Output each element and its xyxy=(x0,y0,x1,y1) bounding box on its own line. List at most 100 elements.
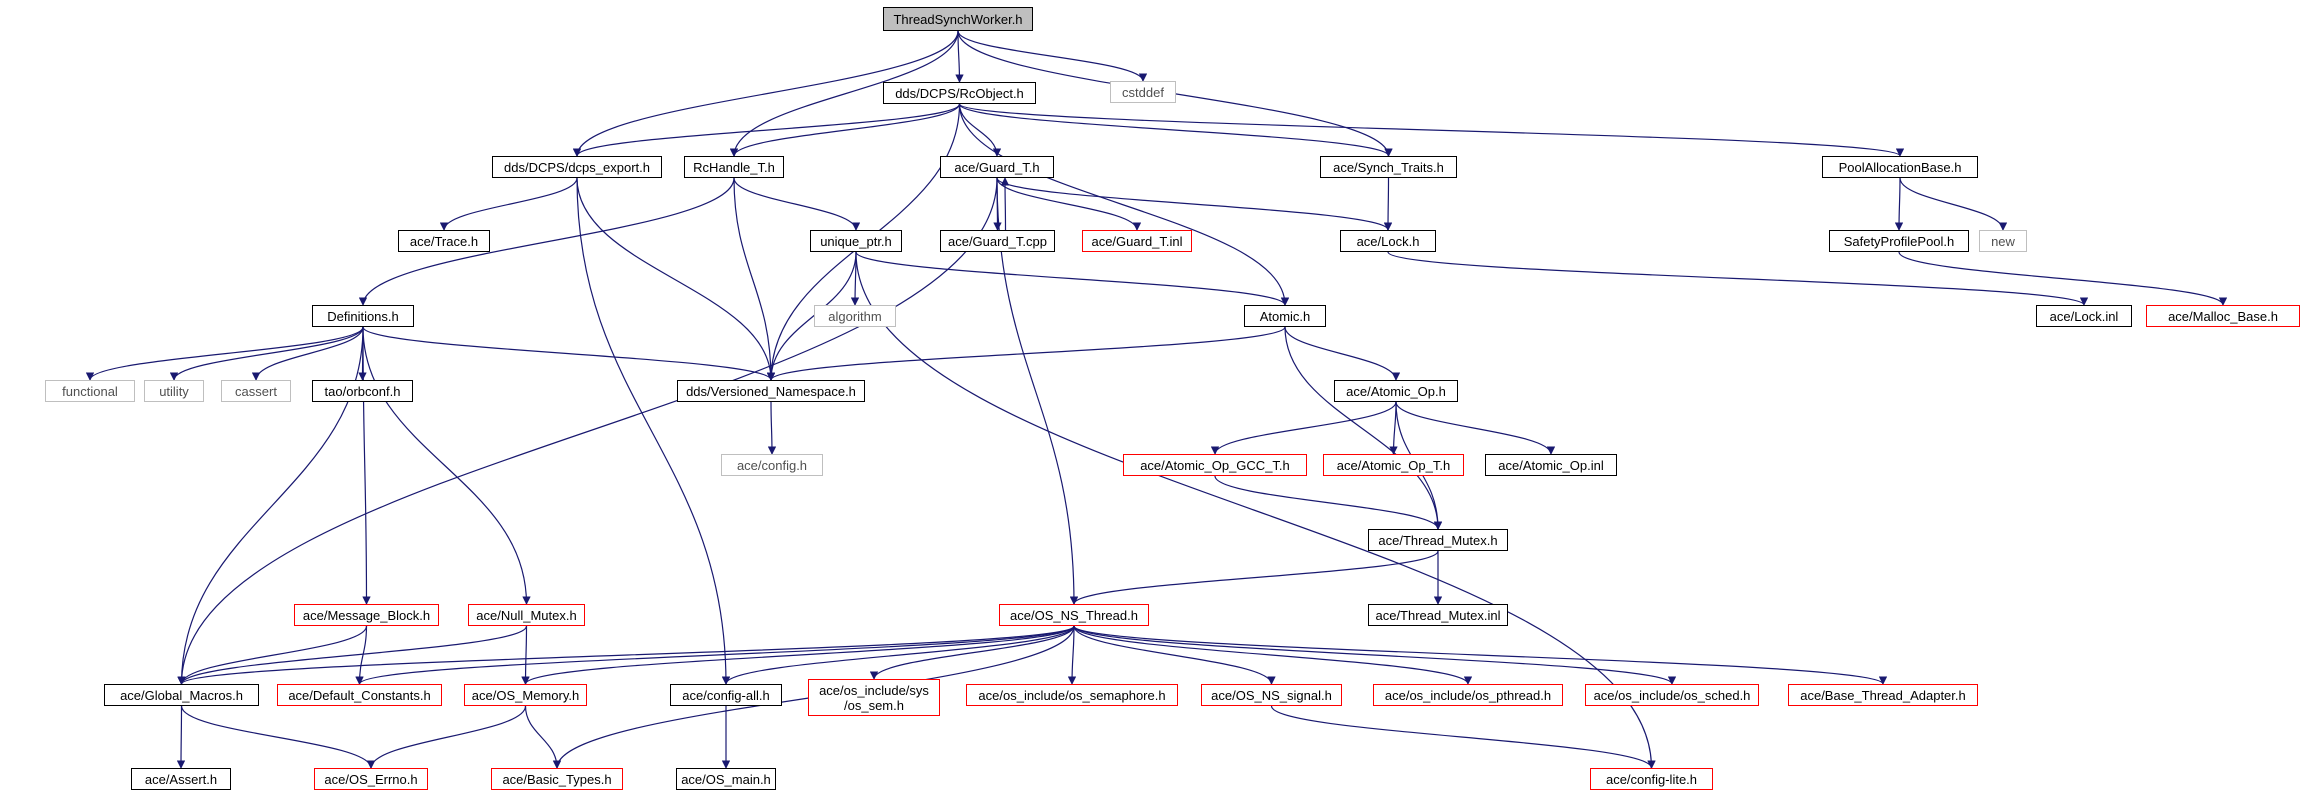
edge-global-macros-to-assert xyxy=(176,705,186,769)
node-config-all[interactable]: ace/config-all.h xyxy=(670,684,782,706)
node-orbconf[interactable]: tao/orbconf.h xyxy=(312,380,413,402)
edge-os-ns-thread-to-config-all xyxy=(721,625,1075,685)
node-atomic-op[interactable]: ace/Atomic_Op.h xyxy=(1334,380,1458,402)
node-thread-mutex[interactable]: ace/Thread_Mutex.h xyxy=(1368,529,1508,551)
edge-guard-t-cpp-to-guard-t xyxy=(1000,177,1010,231)
edge-unique-ptr-to-atomic xyxy=(855,251,1290,306)
edge-null-mutex-to-os-memory xyxy=(521,625,530,685)
node-synch-traits[interactable]: ace/Synch_Traits.h xyxy=(1320,156,1457,178)
edge-os-ns-thread-to-default-constants xyxy=(355,625,1075,685)
edge-atomic-to-thread-mutex xyxy=(1284,326,1443,530)
edge-definitions-to-versioned-namespace xyxy=(362,326,776,381)
edge-definitions-to-utility xyxy=(169,326,364,381)
node-versioned-namespace[interactable]: dds/Versioned_Namespace.h xyxy=(677,380,865,402)
node-algorithm: algorithm xyxy=(814,305,896,327)
edge-os-ns-thread-to-os-sched xyxy=(1073,625,1677,685)
edge-guard-t-to-guard-t-inl xyxy=(996,177,1142,231)
edge-guard-t-to-global-macros xyxy=(177,177,998,685)
node-malloc-base[interactable]: ace/Malloc_Base.h xyxy=(2146,305,2300,327)
node-dcps-export[interactable]: dds/DCPS/dcps_export.h xyxy=(492,156,662,178)
edge-null-mutex-to-global-macros xyxy=(177,625,528,685)
edge-atomic-op-gcc-to-thread-mutex xyxy=(1214,475,1443,530)
node-os-memory[interactable]: ace/OS_Memory.h xyxy=(464,684,587,706)
edge-os-memory-to-os-errno xyxy=(366,705,527,769)
edge-thread-mutex-to-os-ns-thread xyxy=(1069,550,1439,605)
node-os-sem[interactable]: ace/os_include/sys /os_sem.h xyxy=(808,679,940,716)
node-thread-synch-worker: ThreadSynchWorker.h xyxy=(883,7,1033,31)
edge-os-ns-signal-to-config-lite xyxy=(1270,705,1656,769)
node-safety-profile-pool[interactable]: SafetyProfilePool.h xyxy=(1829,230,1969,252)
edge-os-ns-thread-to-os-semaphore xyxy=(1067,625,1077,685)
node-os-main[interactable]: ace/OS_main.h xyxy=(676,768,776,790)
node-atomic-op-t[interactable]: ace/Atomic_Op_T.h xyxy=(1323,454,1464,476)
edge-rc-object-to-synch-traits xyxy=(958,103,1393,157)
edge-os-ns-thread-to-os-pthread xyxy=(1073,625,1473,685)
edge-definitions-to-cassert xyxy=(251,326,364,381)
node-os-pthread[interactable]: ace/os_include/os_pthread.h xyxy=(1373,684,1563,706)
edge-os-ns-thread-to-base-thread-adapter xyxy=(1073,625,1887,685)
node-thread-mutex-inl[interactable]: ace/Thread_Mutex.inl xyxy=(1368,604,1508,626)
edge-definitions-to-message-block xyxy=(362,326,371,605)
node-config-lite[interactable]: ace/config-lite.h xyxy=(1590,768,1713,790)
edge-rc-handle-to-versioned-namespace xyxy=(733,177,776,381)
node-lock-h[interactable]: ace/Lock.h xyxy=(1340,230,1436,252)
edge-message-block-to-global-macros xyxy=(177,625,368,685)
edge-thread-synch-worker-to-rc-object xyxy=(955,30,964,83)
node-os-ns-thread[interactable]: ace/OS_NS_Thread.h xyxy=(999,604,1149,626)
node-pool-allocation-base[interactable]: PoolAllocationBase.h xyxy=(1822,156,1978,178)
node-base-thread-adapter[interactable]: ace/Base_Thread_Adapter.h xyxy=(1788,684,1978,706)
node-assert[interactable]: ace/Assert.h xyxy=(131,768,231,790)
node-cstddef: cstddef xyxy=(1110,81,1176,103)
edge-lock-h-to-lock-inl xyxy=(1387,251,2088,306)
node-unique-ptr[interactable]: unique_ptr.h xyxy=(810,230,902,252)
edge-rc-object-to-rc-handle xyxy=(729,103,961,157)
node-cassert: cassert xyxy=(221,380,291,402)
node-default-constants[interactable]: ace/Default_Constants.h xyxy=(277,684,442,706)
edge-os-ns-thread-to-os-sem xyxy=(869,625,1075,680)
edge-atomic-op-to-atomic-op-gcc xyxy=(1210,401,1397,455)
edge-os-memory-to-basic-types xyxy=(524,705,562,769)
edge-unique-ptr-to-versioned-namespace xyxy=(766,251,857,381)
edge-rc-object-to-pool-allocation-base xyxy=(958,103,1904,157)
edge-synch-traits-to-lock-h xyxy=(1383,177,1393,231)
node-os-errno[interactable]: ace/OS_Errno.h xyxy=(314,768,428,790)
node-atomic-op-gcc[interactable]: ace/Atomic_Op_GCC_T.h xyxy=(1123,454,1307,476)
node-os-semaphore[interactable]: ace/os_include/os_semaphore.h xyxy=(966,684,1178,706)
node-guard-t-inl[interactable]: ace/Guard_T.inl xyxy=(1082,230,1192,252)
node-rc-object[interactable]: dds/DCPS/RcObject.h xyxy=(883,82,1036,104)
edge-rc-handle-to-definitions xyxy=(358,177,735,306)
edge-dcps-export-to-versioned-namespace xyxy=(576,177,776,381)
edge-atomic-op-to-atomic-op-t xyxy=(1389,401,1398,455)
node-basic-types[interactable]: ace/Basic_Types.h xyxy=(491,768,623,790)
node-guard-t[interactable]: ace/Guard_T.h xyxy=(940,156,1054,178)
node-rc-handle[interactable]: RcHandle_T.h xyxy=(684,156,784,178)
edge-global-macros-to-os-errno xyxy=(180,705,376,769)
node-atomic[interactable]: Atomic.h xyxy=(1244,305,1326,327)
edge-unique-ptr-to-config-lite xyxy=(855,251,1656,769)
node-trace[interactable]: ace/Trace.h xyxy=(398,230,490,252)
edge-os-ns-thread-to-os-ns-signal xyxy=(1073,625,1276,685)
edge-os-ns-thread-to-os-memory xyxy=(521,625,1075,685)
node-guard-t-cpp[interactable]: ace/Guard_T.cpp xyxy=(940,230,1055,252)
edge-safety-profile-pool-to-malloc-base xyxy=(1898,251,2228,306)
node-global-macros[interactable]: ace/Global_Macros.h xyxy=(104,684,259,706)
edge-dcps-export-to-config-all xyxy=(576,177,731,685)
node-null-mutex[interactable]: ace/Null_Mutex.h xyxy=(468,604,585,626)
edge-message-block-to-default-constants xyxy=(355,625,368,685)
node-os-sched[interactable]: ace/os_include/os_sched.h xyxy=(1585,684,1759,706)
edge-definitions-to-null-mutex xyxy=(362,326,531,605)
node-atomic-op-inl[interactable]: ace/Atomic_Op.inl xyxy=(1485,454,1617,476)
node-definitions[interactable]: Definitions.h xyxy=(312,305,414,327)
edge-definitions-to-functional xyxy=(85,326,364,381)
node-utility: utility xyxy=(144,380,204,402)
edge-atomic-to-atomic-op xyxy=(1284,326,1401,381)
edge-thread-synch-worker-to-cstddef xyxy=(957,30,1148,82)
node-os-ns-signal[interactable]: ace/OS_NS_signal.h xyxy=(1201,684,1342,706)
node-message-block[interactable]: ace/Message_Block.h xyxy=(294,604,439,626)
node-lock-inl[interactable]: ace/Lock.inl xyxy=(2036,305,2132,327)
node-functional: functional xyxy=(45,380,135,402)
edge-atomic-op-to-atomic-op-inl xyxy=(1395,401,1556,455)
edge-pool-allocation-base-to-safety-profile-pool xyxy=(1894,177,1904,231)
